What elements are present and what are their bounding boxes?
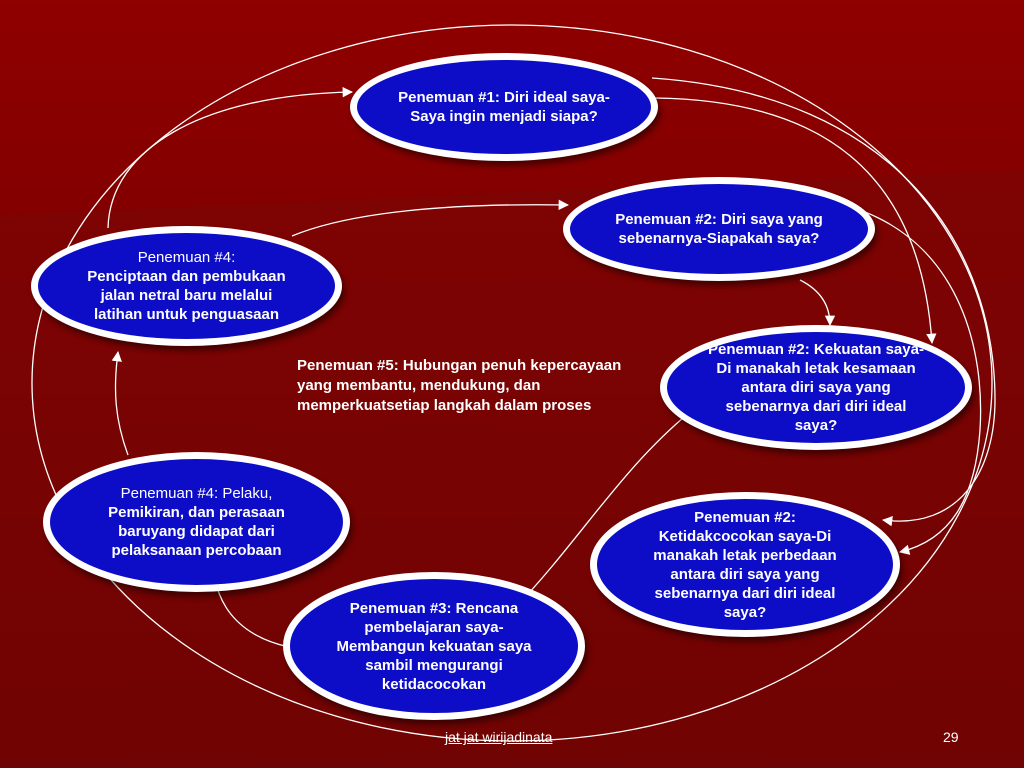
node-real-self: Penemuan #2: Diri saya yang sebenarnya-S… (563, 177, 875, 281)
node-experiment-text: Pemikiran, dan perasaan baruyang didapat… (108, 504, 285, 559)
node-gaps: Penemuan #2: Ketidakcocokan saya-Di mana… (590, 492, 900, 637)
arrow-n1-to-n2b (654, 97, 937, 345)
arrow-n1-to-n2c-outer (651, 77, 996, 527)
node-strengths-text: Penemuan #2: Kekuatan saya-Di manakah le… (708, 341, 924, 434)
node-practice-text: Penciptaan dan pembukaan jalan netral ba… (87, 268, 286, 323)
center-relationship-text: Penemuan #5: Hubungan penuh kepercayaan … (297, 357, 622, 414)
page-number: 29 (943, 729, 959, 745)
node-experiment: Penemuan #4: Pelaku, Pemikiran, dan pera… (43, 452, 350, 592)
node-gaps-text: Penemuan #2: Ketidakcocokan saya-Di mana… (653, 508, 837, 621)
arrow-n2b-to-n3 (514, 411, 691, 609)
node-practice-heading: Penemuan #4: (137, 249, 236, 266)
arrow-n2-to-n2b (799, 279, 836, 327)
node-experiment-heading: Penemuan #4: Pelaku, (120, 485, 273, 502)
arrow-n4b-to-n2 (291, 199, 570, 237)
outer-cycle-ring (31, 24, 993, 742)
footer-author: jat jat wirijadinata (445, 729, 553, 745)
node-ideal-self-text: Penemuan #1: Diri ideal saya-Saya ingin … (398, 89, 610, 125)
arrow-n4b-to-n1 (107, 86, 354, 229)
node-real-self-text: Penemuan #2: Diri saya yang sebenarnya-S… (615, 211, 823, 247)
node-learning-plan-text: Penemuan #3: Rencana pembelajaran saya-M… (336, 599, 532, 693)
arrow-n4a-to-n4b (111, 350, 129, 456)
arrow-n2-to-n2c (864, 211, 982, 555)
node-learning-plan: Penemuan #3: Rencana pembelajaran saya-M… (283, 572, 585, 720)
node-practice: Penemuan #4: Penciptaan dan pembukaan ja… (31, 226, 342, 346)
node-ideal-self: Penemuan #1: Diri ideal saya-Saya ingin … (350, 53, 658, 161)
node-strengths: Penemuan #2: Kekuatan saya-Di manakah le… (660, 325, 972, 450)
